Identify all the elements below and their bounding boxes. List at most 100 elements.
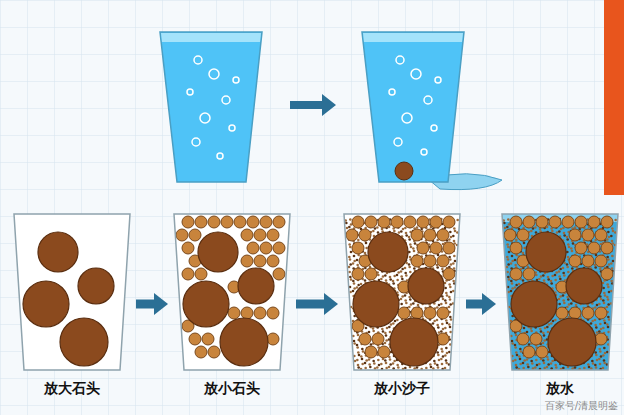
big-stone [78, 268, 114, 304]
sand-grain [514, 344, 517, 347]
small-stone [208, 216, 220, 228]
big-stone [183, 281, 229, 327]
sand-grain [413, 267, 416, 270]
small-stone [443, 216, 455, 228]
small-stone [273, 216, 285, 228]
sand-grain [522, 252, 525, 255]
sand-grain [574, 226, 577, 229]
small-stone [182, 242, 194, 254]
sand-grain [409, 243, 412, 246]
sand-grain [408, 263, 411, 266]
stage-arrow [466, 293, 496, 315]
sand-grain [437, 366, 440, 369]
sand-grain [405, 274, 408, 277]
small-stone [424, 229, 436, 241]
sand-grain [612, 230, 615, 233]
sand-grain [518, 283, 521, 286]
sand-grain [361, 363, 364, 366]
sand-grain [507, 218, 510, 221]
sand-grain [390, 323, 393, 326]
sand-grain [607, 326, 610, 329]
small-stone [437, 307, 449, 319]
sand-grain [353, 260, 356, 263]
sand-grain [386, 327, 389, 330]
sand-grain [544, 327, 547, 330]
sand-grain [599, 350, 602, 353]
sand-grain [550, 282, 553, 285]
small-stone [411, 307, 423, 319]
sand-grain [608, 318, 611, 321]
sand-grain [550, 322, 553, 325]
sand-grain [445, 362, 448, 365]
small-stone [176, 229, 188, 241]
small-stone [228, 307, 240, 319]
sand-grain [376, 366, 379, 369]
sand-grain [398, 231, 401, 234]
sand-grain [567, 271, 570, 274]
sand-grain [436, 319, 439, 322]
side-bar [604, 0, 624, 195]
sand-grain [570, 302, 573, 305]
sand-grain [611, 255, 614, 258]
arrow-shaft [296, 300, 325, 309]
sand-grain [348, 271, 351, 274]
small-stone [247, 242, 259, 254]
sand-grain [444, 299, 447, 302]
sand-grain [440, 330, 443, 333]
sand-grain [567, 298, 570, 301]
sand-grain [563, 302, 566, 305]
sand-grain [608, 263, 611, 266]
arrow-head [482, 293, 496, 315]
sand-grain [446, 322, 449, 325]
sand-grain [349, 263, 352, 266]
sand-grain [607, 303, 610, 306]
sand-grain [356, 286, 359, 289]
sand-grain [401, 295, 404, 298]
small-stone [247, 216, 259, 228]
big-stone [23, 281, 69, 327]
small-stone [437, 229, 449, 241]
sand-grain [559, 268, 562, 271]
small-stone [424, 307, 436, 319]
sand-grain [514, 264, 517, 267]
small-stone [443, 268, 455, 280]
sand-grain [548, 323, 551, 326]
sand-grain [356, 264, 359, 267]
small-stone [346, 229, 358, 241]
sand-grain [360, 283, 363, 286]
sand-grain [364, 362, 367, 365]
small-stone [391, 216, 403, 228]
sand-grain [353, 255, 356, 258]
sand-grain [360, 355, 363, 358]
sand-grain [436, 306, 439, 309]
sand-grain [408, 236, 411, 239]
sand-grain [563, 234, 566, 237]
sand-grain [599, 268, 602, 271]
sand-grain [377, 359, 380, 362]
sand-grain [570, 247, 573, 250]
sand-grain [607, 331, 610, 334]
sand-grain [408, 266, 411, 269]
sand-grain [394, 320, 397, 323]
sand-grain [602, 287, 605, 290]
cup-inside [14, 214, 130, 370]
sand-grain [507, 263, 510, 266]
sand-grain [506, 226, 509, 229]
sand-grain [404, 267, 407, 270]
sand-grain [413, 250, 416, 253]
sand-grain [353, 282, 356, 285]
sand-grain [550, 280, 553, 283]
sand-grain [400, 298, 403, 301]
sand-grain [349, 218, 352, 221]
big-stone [238, 268, 274, 304]
sand-grain [600, 328, 603, 331]
sand-grain [384, 359, 387, 362]
sand-grain [396, 274, 399, 277]
sand-grain [400, 270, 403, 273]
small-stone [352, 268, 364, 280]
cup-outline [344, 214, 460, 370]
sand-grain [382, 275, 385, 278]
sand-grain [380, 278, 383, 281]
sand-grain [523, 242, 526, 245]
cup-stage: 放小沙子 [342, 212, 462, 404]
